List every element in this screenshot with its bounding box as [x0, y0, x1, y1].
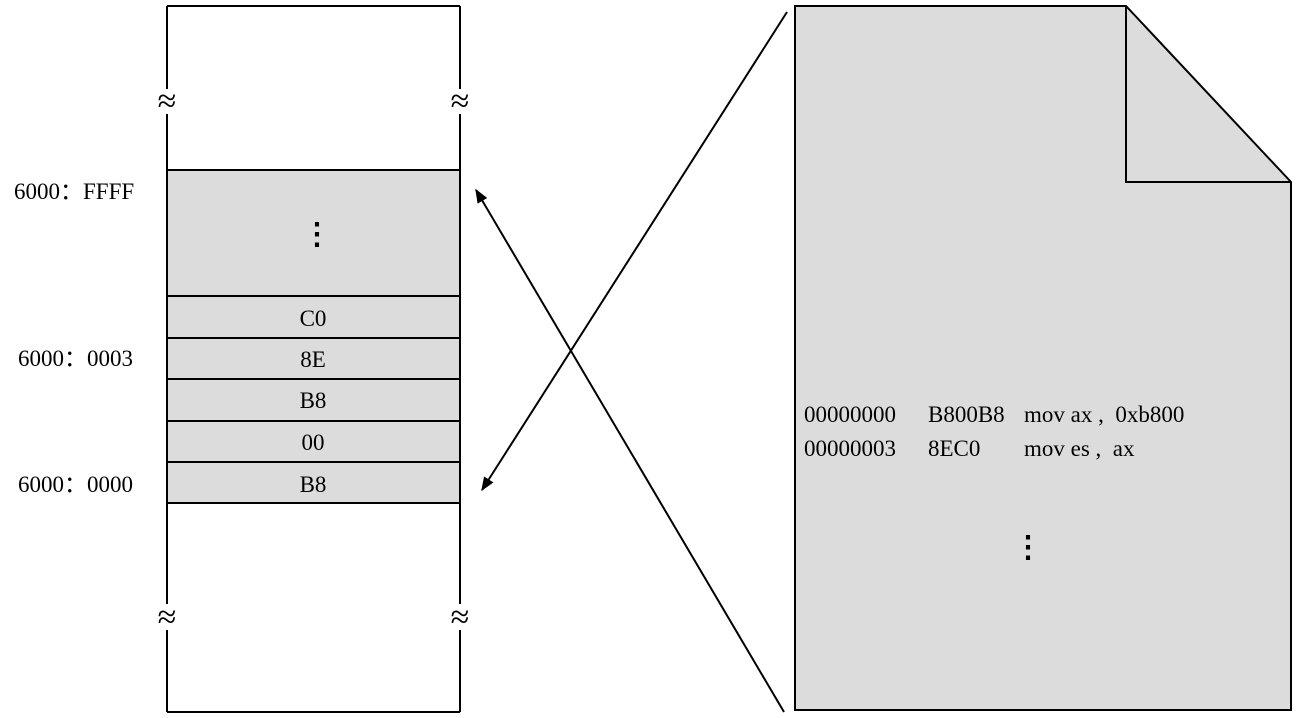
memory-cell: B8	[166, 378, 461, 422]
listing-line: 00000000 B800B8 mov ax , 0xb800	[804, 402, 1184, 427]
memory-ellipsis: ⋮	[302, 218, 332, 251]
memory-cell-value: C0	[300, 306, 327, 331]
address-label-0000: 6000：0000	[18, 472, 133, 497]
listing-offset: 00000003	[804, 436, 896, 461]
break-symbol-top-left: ≈	[158, 83, 177, 120]
listing-line: 00000003 8EC0 mov es , ax	[804, 436, 1135, 461]
memory-column: ≈ ≈ ≈ ≈ ⋮ C0 8E B8 00 B8	[158, 5, 470, 713]
memory-upper-region	[166, 169, 461, 297]
mapping-arrow-to-0000	[481, 11, 788, 492]
memory-cell-value: B8	[300, 388, 327, 413]
program-file-icon: 00000000 B800B8 mov ax , 0xb800 00000003…	[794, 5, 1292, 711]
listing-instruction: mov ax , 0xb800	[1024, 402, 1184, 427]
break-symbol-bottom-left: ≈	[158, 599, 177, 636]
address-label-0003: 6000：0003	[18, 346, 133, 371]
memory-cell: B8	[166, 461, 461, 504]
file-folded-corner	[1125, 6, 1291, 183]
memory-cell: C0	[166, 295, 461, 339]
file-body	[794, 5, 1292, 711]
memory-cell-value: 8E	[300, 347, 326, 372]
listing-instruction: mov es , ax	[1024, 436, 1135, 461]
address-label-ffff: 6000：FFFF	[14, 179, 134, 204]
memory-cell-value: 00	[302, 430, 325, 455]
memory-cell: 8E	[166, 337, 461, 380]
listing-bytes: B800B8	[928, 402, 1005, 427]
listing-offset: 00000000	[804, 402, 896, 427]
break-symbol-bottom-right: ≈	[451, 599, 470, 636]
listing-bytes: 8EC0	[928, 436, 980, 461]
mapping-arrow-to-ffff	[475, 188, 785, 713]
break-symbol-top-right: ≈	[451, 83, 470, 120]
memory-cell: 00	[166, 420, 461, 463]
file-ellipsis: ⋮	[1013, 531, 1043, 564]
memory-cell-value: B8	[300, 472, 327, 497]
